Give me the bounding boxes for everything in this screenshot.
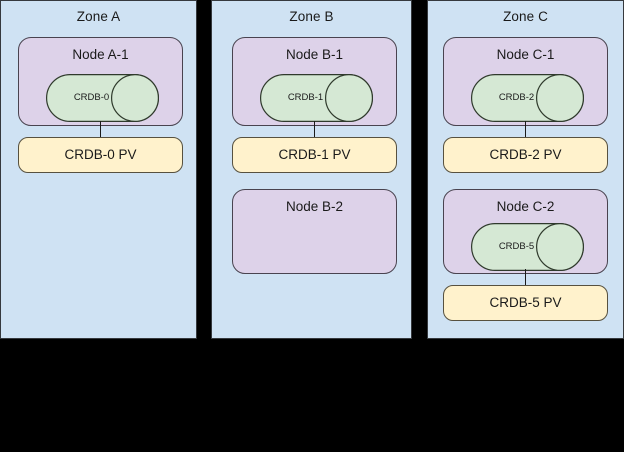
cylinder-icon xyxy=(471,74,584,122)
node-title-b-2: Node B-2 xyxy=(285,199,344,214)
pv-box-crdb-0-pv[interactable]: CRDB-0 PV xyxy=(18,137,183,173)
connector-node-b-1-to-crdb-1-pv xyxy=(314,121,315,138)
node-box-c-2[interactable]: Node C-2 CRDB-5 xyxy=(443,189,608,274)
connector-node-c-2-to-crdb-5-pv xyxy=(525,269,526,286)
connector-node-c-1-to-crdb-2-pv xyxy=(525,121,526,138)
node-title-a-1: Node A-1 xyxy=(72,47,129,62)
zone-title-b: Zone B xyxy=(289,9,334,24)
cylinder-icon xyxy=(46,74,159,122)
cylinder-icon xyxy=(260,74,373,122)
node-title-c-2: Node C-2 xyxy=(496,199,555,214)
database-cylinder-crdb-2[interactable]: CRDB-2 xyxy=(471,74,584,122)
zone-container-b[interactable]: Zone B Node B-1 CRDB-1 CRDB-1 PV Node B-… xyxy=(211,0,412,339)
pv-box-crdb-2-pv[interactable]: CRDB-2 PV xyxy=(443,137,608,173)
node-box-b-1[interactable]: Node B-1 CRDB-1 xyxy=(232,37,397,126)
pv-label-crdb-0-pv: CRDB-0 PV xyxy=(64,147,137,162)
zone-title-c: Zone C xyxy=(503,9,548,24)
database-cylinder-crdb-1[interactable]: CRDB-1 xyxy=(260,74,373,122)
pv-label-crdb-5-pv: CRDB-5 PV xyxy=(489,295,562,310)
pv-label-crdb-2-pv: CRDB-2 PV xyxy=(489,147,562,162)
node-box-c-1[interactable]: Node C-1 CRDB-2 xyxy=(443,37,608,126)
database-cylinder-crdb-0[interactable]: CRDB-0 xyxy=(46,74,159,122)
pv-label-crdb-1-pv: CRDB-1 PV xyxy=(278,147,351,162)
node-box-a-1[interactable]: Node A-1 CRDB-0 xyxy=(18,37,183,126)
node-title-b-1: Node B-1 xyxy=(285,47,344,62)
connector-node-a-1-to-crdb-0-pv xyxy=(100,121,101,138)
zone-container-c[interactable]: Zone C Node C-1 CRDB-2 CRDB-2 PV Node C-… xyxy=(427,0,624,339)
cylinder-icon xyxy=(471,223,584,271)
pv-box-crdb-5-pv[interactable]: CRDB-5 PV xyxy=(443,285,608,321)
zone-title-a: Zone A xyxy=(76,9,121,24)
zone-container-a[interactable]: Zone A Node A-1 CRDB-0 CRDB-0 PV xyxy=(0,0,197,339)
node-box-b-2[interactable]: Node B-2 xyxy=(232,189,397,274)
node-title-c-1: Node C-1 xyxy=(496,47,555,62)
pv-box-crdb-1-pv[interactable]: CRDB-1 PV xyxy=(232,137,397,173)
database-cylinder-crdb-5[interactable]: CRDB-5 xyxy=(471,223,584,271)
